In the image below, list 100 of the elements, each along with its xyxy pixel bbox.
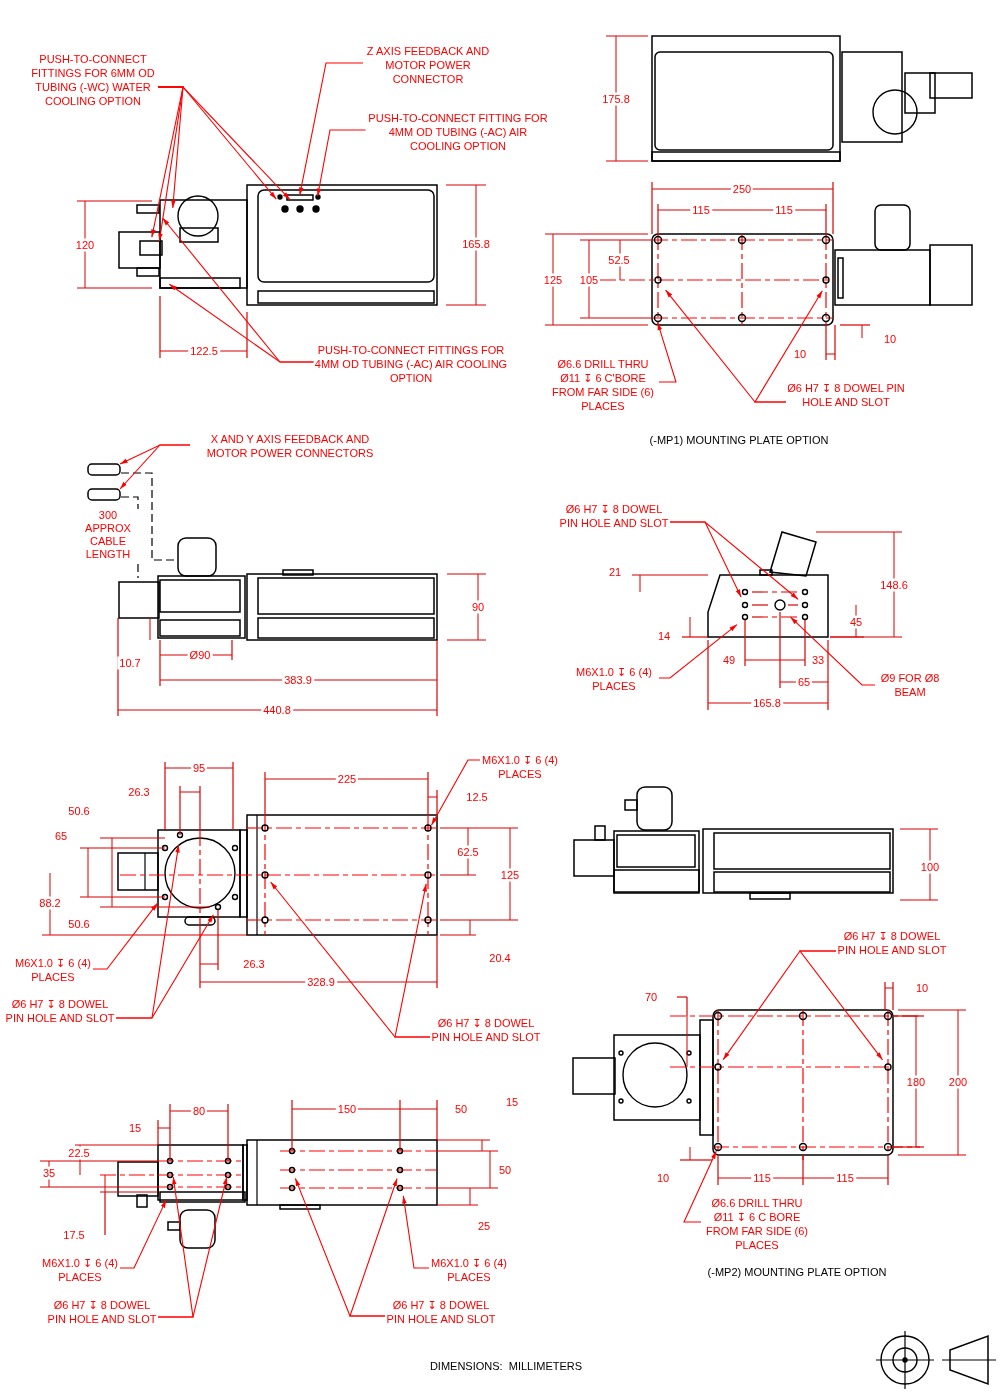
dimension-value: 165.8 [751,696,783,710]
dimension-value: 52.5 [606,253,632,267]
callout-text: Ø6.6 DRILL THRU Ø11 ↧ 6 C BORE FROM FAR SIDE (6) PLACES [701,1196,813,1252]
dimension-value: 175.8 [600,92,632,106]
dimension-value: 50.6 [66,917,92,931]
callout-text: Ø6 H7 ↧ 8 DOWEL PIN HOLE AND SLOT [836,929,948,957]
leader-line [349,1177,398,1317]
dimension-value: 165.8 [460,237,492,251]
view-caption: (-MP1) MOUNTING PLATE OPTION [647,433,831,447]
dimension-value: 225 [335,772,359,786]
dimension-value: 180 [904,1075,928,1089]
dimension-value: 10 [881,332,899,346]
connector-plug [87,463,121,476]
dimension-value: 49 [720,653,738,667]
dimension-value: 80 [190,1104,208,1118]
callout-text: Ø6 H7 ↧ 8 DOWEL PIN HOLE AND SLOT [786,381,906,409]
dimension-value: 200 [946,1075,970,1089]
dimension-value: 122.5 [188,344,220,358]
dimension-value: 26.3 [126,785,152,799]
callout-text: Ø6 H7 ↧ 8 DOWEL PIN HOLE AND SLOT [4,997,116,1025]
callout-text: Z AXIS FEEDBACK AND MOTOR POWER CONNECTOR [363,44,493,86]
dimension-value: 115 [690,203,712,217]
leader-line [157,1176,228,1318]
leader-line [316,129,367,197]
dimension-value: 62.5 [455,845,481,859]
dimension-value: 250 [730,182,754,196]
connector-plug [87,488,121,501]
dimension-value: 15 [503,1095,521,1109]
dimension-value: 10.7 [117,656,143,670]
dimension-value: 22.5 [66,1146,92,1160]
units-note: DIMENSIONS: MILLIMETERS [427,1359,585,1373]
dimension-value: 21 [606,565,624,579]
callout-text: Ø6 H7 ↧ 8 DOWEL PIN HOLE AND SLOT [385,1298,497,1326]
leader-line [402,1195,430,1269]
callout-text: Ø9 FOR Ø8 BEAM [875,671,945,699]
leader-line [658,624,738,679]
dimension-value: 150 [335,1102,359,1116]
dimension-value: 115 [834,1171,856,1185]
leader-line [683,1150,717,1223]
dimension-value: 65 [795,675,813,689]
callout-text: PUSH-TO-CONNECT FITTINGS FOR 6MM OD TUBING (-WC) WATER COOLING OPTION [28,52,158,108]
callout-text: Ø6 H7 ↧ 8 DOWEL PIN HOLE AND SLOT [46,1298,158,1326]
leader-line [394,883,431,1038]
dimension-value: 25 [475,1219,493,1233]
dimension-value: 125 [541,273,565,287]
leader-line [92,902,159,970]
dimension-value: 105 [577,273,601,287]
dimension-value: 100 [918,860,942,874]
dimension-value: 10 [654,1171,672,1185]
dimension-value: 88.2 [37,896,63,910]
callout-text: M6X1.0 ↧ 6 (4) PLACES [429,1256,509,1284]
callout-text: X AND Y AXIS FEEDBACK AND MOTOR POWER CONNECTORS [190,432,390,460]
leader-line [790,616,876,686]
dimension-value: 90 [469,600,487,614]
callout-text: PUSH-TO-CONNECT FITTING FOR 4MM OD TUBING (-AC) AIR COOLING OPTION [365,111,551,153]
dimension-value: 115 [751,1171,773,1185]
callout-text: M6X1.0 ↧ 6 (4) PLACES [569,665,659,693]
dimension-value: 65 [52,829,70,843]
callout-text: PUSH-TO-CONNECT FITTINGS FOR 4MM OD TUBING (-AC) AIR COOLING OPTION [313,343,509,385]
dimension-value: 95 [190,761,208,775]
leader-line [798,950,884,1061]
dimension-value: 148.6 [878,578,910,592]
dimension-value: 50 [452,1102,470,1116]
dimension-value: 14 [655,629,673,643]
leader-line [168,283,315,363]
leader-line [657,322,677,383]
dimension-value: 12.5 [464,790,490,804]
callout-text: Ø6 H7 ↧ 8 DOWEL PIN HOLE AND SLOT [558,502,670,530]
callout-text: M6X1.0 ↧ 6 (4) PLACES [480,753,560,781]
leader-line [119,1199,167,1269]
dimension-value: Ø90 [187,648,213,662]
leader-line [115,914,214,1019]
dimension-value: 115 [773,203,795,217]
dimension-value: 45 [847,615,865,629]
callout-text: Ø6 H7 ↧ 8 DOWEL PIN HOLE AND SLOT [430,1016,542,1044]
dimension-value: 15 [126,1121,144,1135]
dimension-value: 50.6 [66,804,92,818]
dimension-value: 383.9 [282,673,314,687]
dimension-value: 20.4 [487,951,513,965]
leader-line [119,444,191,490]
view-caption: (-MP2) MOUNTING PLATE OPTION [705,1265,889,1279]
leader-line [430,759,481,826]
dimension-value: 120 [73,238,97,252]
leader-line [299,62,364,196]
dimension-value: 70 [642,990,660,1004]
dimension-value: 26.3 [241,957,267,971]
dimension-value: 50 [496,1163,514,1177]
dimension-value: 33 [809,653,827,667]
dimension-value: 17.5 [61,1228,87,1242]
dimension-value: 328.9 [305,975,337,989]
dimension-value: 10 [791,347,809,361]
dimension-value: 10 [913,981,931,995]
callout-text: M6X1.0 ↧ 6 (4) PLACES [40,1256,120,1284]
dimension-value: 440.8 [261,703,293,717]
callout-text: Ø6.6 DRILL THRU Ø11 ↧ 6 C'BORE FROM FAR SIDE (6) PLACES [547,357,659,413]
leader-line [669,521,799,600]
dimension-value: 125 [498,868,522,882]
leader-line [754,290,823,403]
callout-text: M6X1.0 ↧ 6 (4) PLACES [13,956,93,984]
dimension-value: 35 [40,1166,58,1180]
